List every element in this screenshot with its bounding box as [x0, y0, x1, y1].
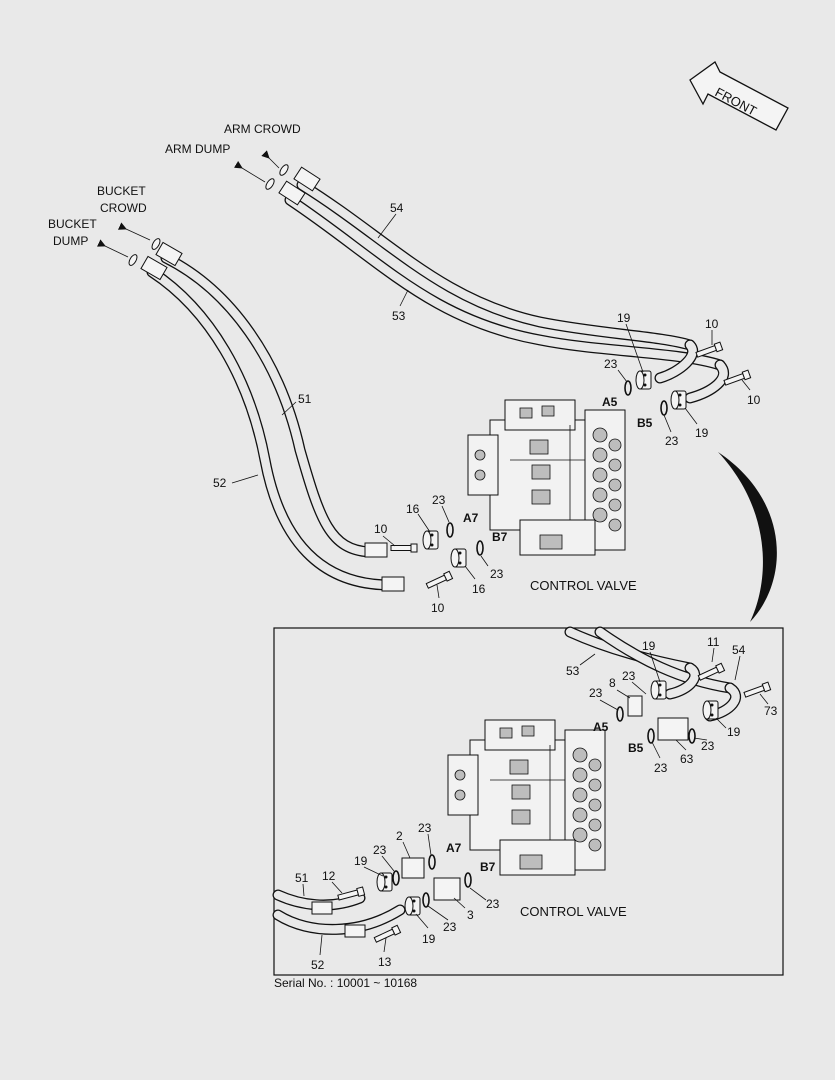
port-a7: A7	[463, 511, 479, 525]
inset-part-73: 73	[764, 704, 778, 718]
inset-part-8: 8	[609, 676, 616, 690]
arm-hose-elbows	[654, 339, 730, 404]
bucket-hose-end-fittings	[128, 238, 405, 592]
port-b7: B7	[492, 530, 508, 544]
inset-part-callouts: 53 19 11 54 8 23 23 73 23 19 23 63 2 23 …	[295, 635, 778, 972]
part-10-d: 10	[431, 601, 445, 615]
inset-part-3: 3	[467, 908, 474, 922]
part-23-d: 23	[490, 567, 504, 581]
part-54: 54	[390, 201, 404, 215]
part-23-a: 23	[604, 357, 618, 371]
inset-port-a5: A5	[593, 720, 609, 734]
part-52: 52	[213, 476, 227, 490]
inset-part-2: 2	[396, 829, 403, 843]
hose-51	[160, 252, 376, 558]
inset-part-19-a: 19	[642, 639, 656, 653]
inset-part-52: 52	[311, 958, 325, 972]
part-19-b: 19	[695, 426, 709, 440]
bucket-crowd-arrow	[117, 222, 151, 241]
inset-part-23-e: 23	[418, 821, 432, 835]
inset-part-19-c: 19	[354, 854, 368, 868]
bucket-crowd-label-2: CROWD	[100, 201, 147, 215]
part-10-b: 10	[747, 393, 761, 407]
a7-b7-fittings	[390, 522, 484, 591]
port-b5: B5	[637, 416, 653, 430]
part-53: 53	[392, 309, 406, 323]
arm-hose-end-fittings	[265, 164, 321, 206]
main-part-callouts: 54 53 51 52 19 10 23 10 23 19 16 23 10 2…	[213, 201, 761, 615]
part-10-a: 10	[705, 317, 719, 331]
bucket-dump-arrow	[96, 239, 129, 258]
part-23-b: 23	[665, 434, 679, 448]
bucket-dump-label-2: DUMP	[53, 234, 88, 248]
inset-part-54: 54	[732, 643, 746, 657]
arm-crowd-arrow	[261, 150, 280, 169]
inset-part-63: 63	[680, 752, 694, 766]
bucket-dump-label-1: BUCKET	[48, 217, 97, 231]
control-valve-label: CONTROL VALVE	[530, 578, 637, 593]
control-valve-inset-label: CONTROL VALVE	[520, 904, 627, 919]
inset-port-b7: B7	[480, 860, 496, 874]
front-arrow: FRONT	[689, 61, 789, 131]
hose-52	[146, 266, 396, 591]
part-19-a: 19	[617, 311, 631, 325]
inset-part-12: 12	[322, 869, 336, 883]
inset-part-23-f: 23	[373, 843, 387, 857]
part-16-b: 16	[472, 582, 486, 596]
inset-part-23-c: 23	[701, 739, 715, 753]
hose-53	[284, 194, 726, 371]
inset-port-b5: B5	[628, 741, 644, 755]
bucket-crowd-label-1: BUCKET	[97, 184, 146, 198]
inset-part-23-g: 23	[486, 897, 500, 911]
inset-part-23-d: 23	[654, 761, 668, 775]
inset-part-11: 11	[707, 635, 720, 649]
part-23-c: 23	[432, 493, 446, 507]
arm-dump-arrow	[233, 160, 266, 183]
part-51: 51	[298, 392, 312, 406]
hose-54	[296, 179, 696, 351]
inset-part-23-a: 23	[589, 686, 603, 700]
inset-part-23-h: 23	[443, 920, 457, 934]
part-16-a: 16	[406, 502, 420, 516]
port-a5: A5	[602, 395, 618, 409]
serial-number: Serial No. : 10001 ~ 10168	[274, 976, 417, 990]
inset-part-53: 53	[566, 664, 580, 678]
arm-crowd-label: ARM CROWD	[224, 122, 301, 136]
inset-part-19-b: 19	[727, 725, 741, 739]
inset-port-a7: A7	[446, 841, 462, 855]
inset-content	[272, 626, 772, 945]
arm-dump-label: ARM DUMP	[165, 142, 230, 156]
inset-part-13: 13	[378, 955, 392, 969]
inset-part-23-b: 23	[622, 669, 636, 683]
detail-pointer	[718, 452, 777, 622]
inset-part-19-d: 19	[422, 932, 436, 946]
part-10-c: 10	[374, 522, 388, 536]
inset-part-51: 51	[295, 871, 309, 885]
